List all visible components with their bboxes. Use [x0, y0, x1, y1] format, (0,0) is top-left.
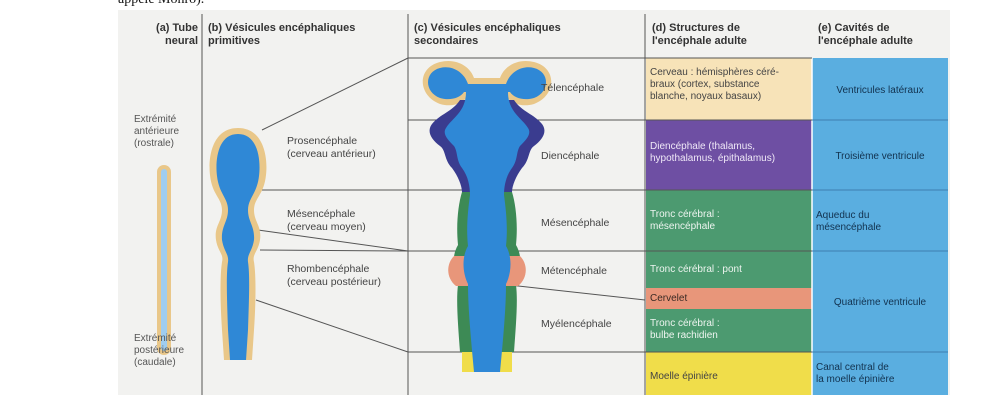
label-diencephale: Diencéphale — [541, 150, 600, 162]
primitive-vesicles-cavity — [216, 134, 260, 360]
structure-diencephale: Diencéphale (thalamus, hypothalamus, épi… — [650, 141, 776, 164]
cell-d-bulbe — [646, 309, 812, 352]
header-adult-structures: (d) Structures de l'encéphale adulte — [652, 22, 747, 47]
structure-bulbe: Tronc cérébral : bulbe rachidien — [650, 318, 720, 341]
header-adult-cavities: (e) Cavités de l'encéphale adulte — [818, 22, 913, 47]
label-anterior-end: Extrémité antérieure (rostrale) — [134, 114, 180, 149]
cavity-aqueduc: Aqueduc du mésencéphale — [816, 210, 882, 233]
secondary-vesicles-cavity — [444, 92, 530, 372]
structure-pont: Tronc cérébral : pont — [650, 264, 742, 275]
cell-d-pont — [646, 251, 812, 288]
header-primitive-vesicles: (b) Vésicules encéphaliques primitives — [208, 22, 356, 47]
cavity-troisieme-ventricule: Troisième ventricule — [835, 151, 925, 162]
cavity-ventricules-lateraux: Ventricules latéraux — [836, 85, 924, 96]
label-rhombencephale: Rhombencéphale(cerveau postérieur) — [287, 263, 381, 288]
cell-d-diencephale — [646, 120, 812, 190]
header-secondary-vesicles: (c) Vésicules encéphaliques secondaires — [414, 22, 561, 47]
label-telencephale: Télencéphale — [541, 82, 605, 94]
cell-d-moelle — [646, 352, 812, 395]
label-mesencephale-secondary: Mésencéphale — [541, 217, 610, 229]
cell-d-mesencephale — [646, 190, 812, 251]
cavity-quatrieme-ventricule: Quatrième ventricule — [833, 297, 927, 308]
cavity-canal-central: Canal central de la moelle épinière — [816, 362, 895, 385]
structure-cerveau: Cerveau : hémisphères céré- braux (corte… — [650, 67, 779, 102]
label-metencephale: Métencéphale — [541, 265, 607, 277]
structure-moelle: Moelle épinière — [650, 371, 718, 382]
top-caption: appelé Monro). — [118, 0, 204, 8]
column-e-background — [812, 58, 948, 395]
cell-d-cervelet — [646, 288, 812, 309]
neural-tube-canal — [161, 169, 167, 351]
label-myelencephale: Myélencéphale — [541, 318, 612, 330]
structure-mesencephale: Tronc cérébral : mésencéphale — [650, 209, 720, 232]
label-prosencephale: Prosencéphale(cerveau antérieur) — [287, 135, 376, 160]
label-posterior-end: Extrémité postérieure (caudale) — [134, 333, 185, 368]
telencephalon-cavity — [428, 67, 546, 100]
header-neural-tube: (a) Tube neural — [156, 22, 198, 47]
structure-cervelet: Cervelet — [650, 293, 688, 304]
cell-d-telencephale — [646, 58, 812, 120]
label-mesencephale-primitive: Mésencéphale(cerveau moyen) — [287, 208, 366, 233]
